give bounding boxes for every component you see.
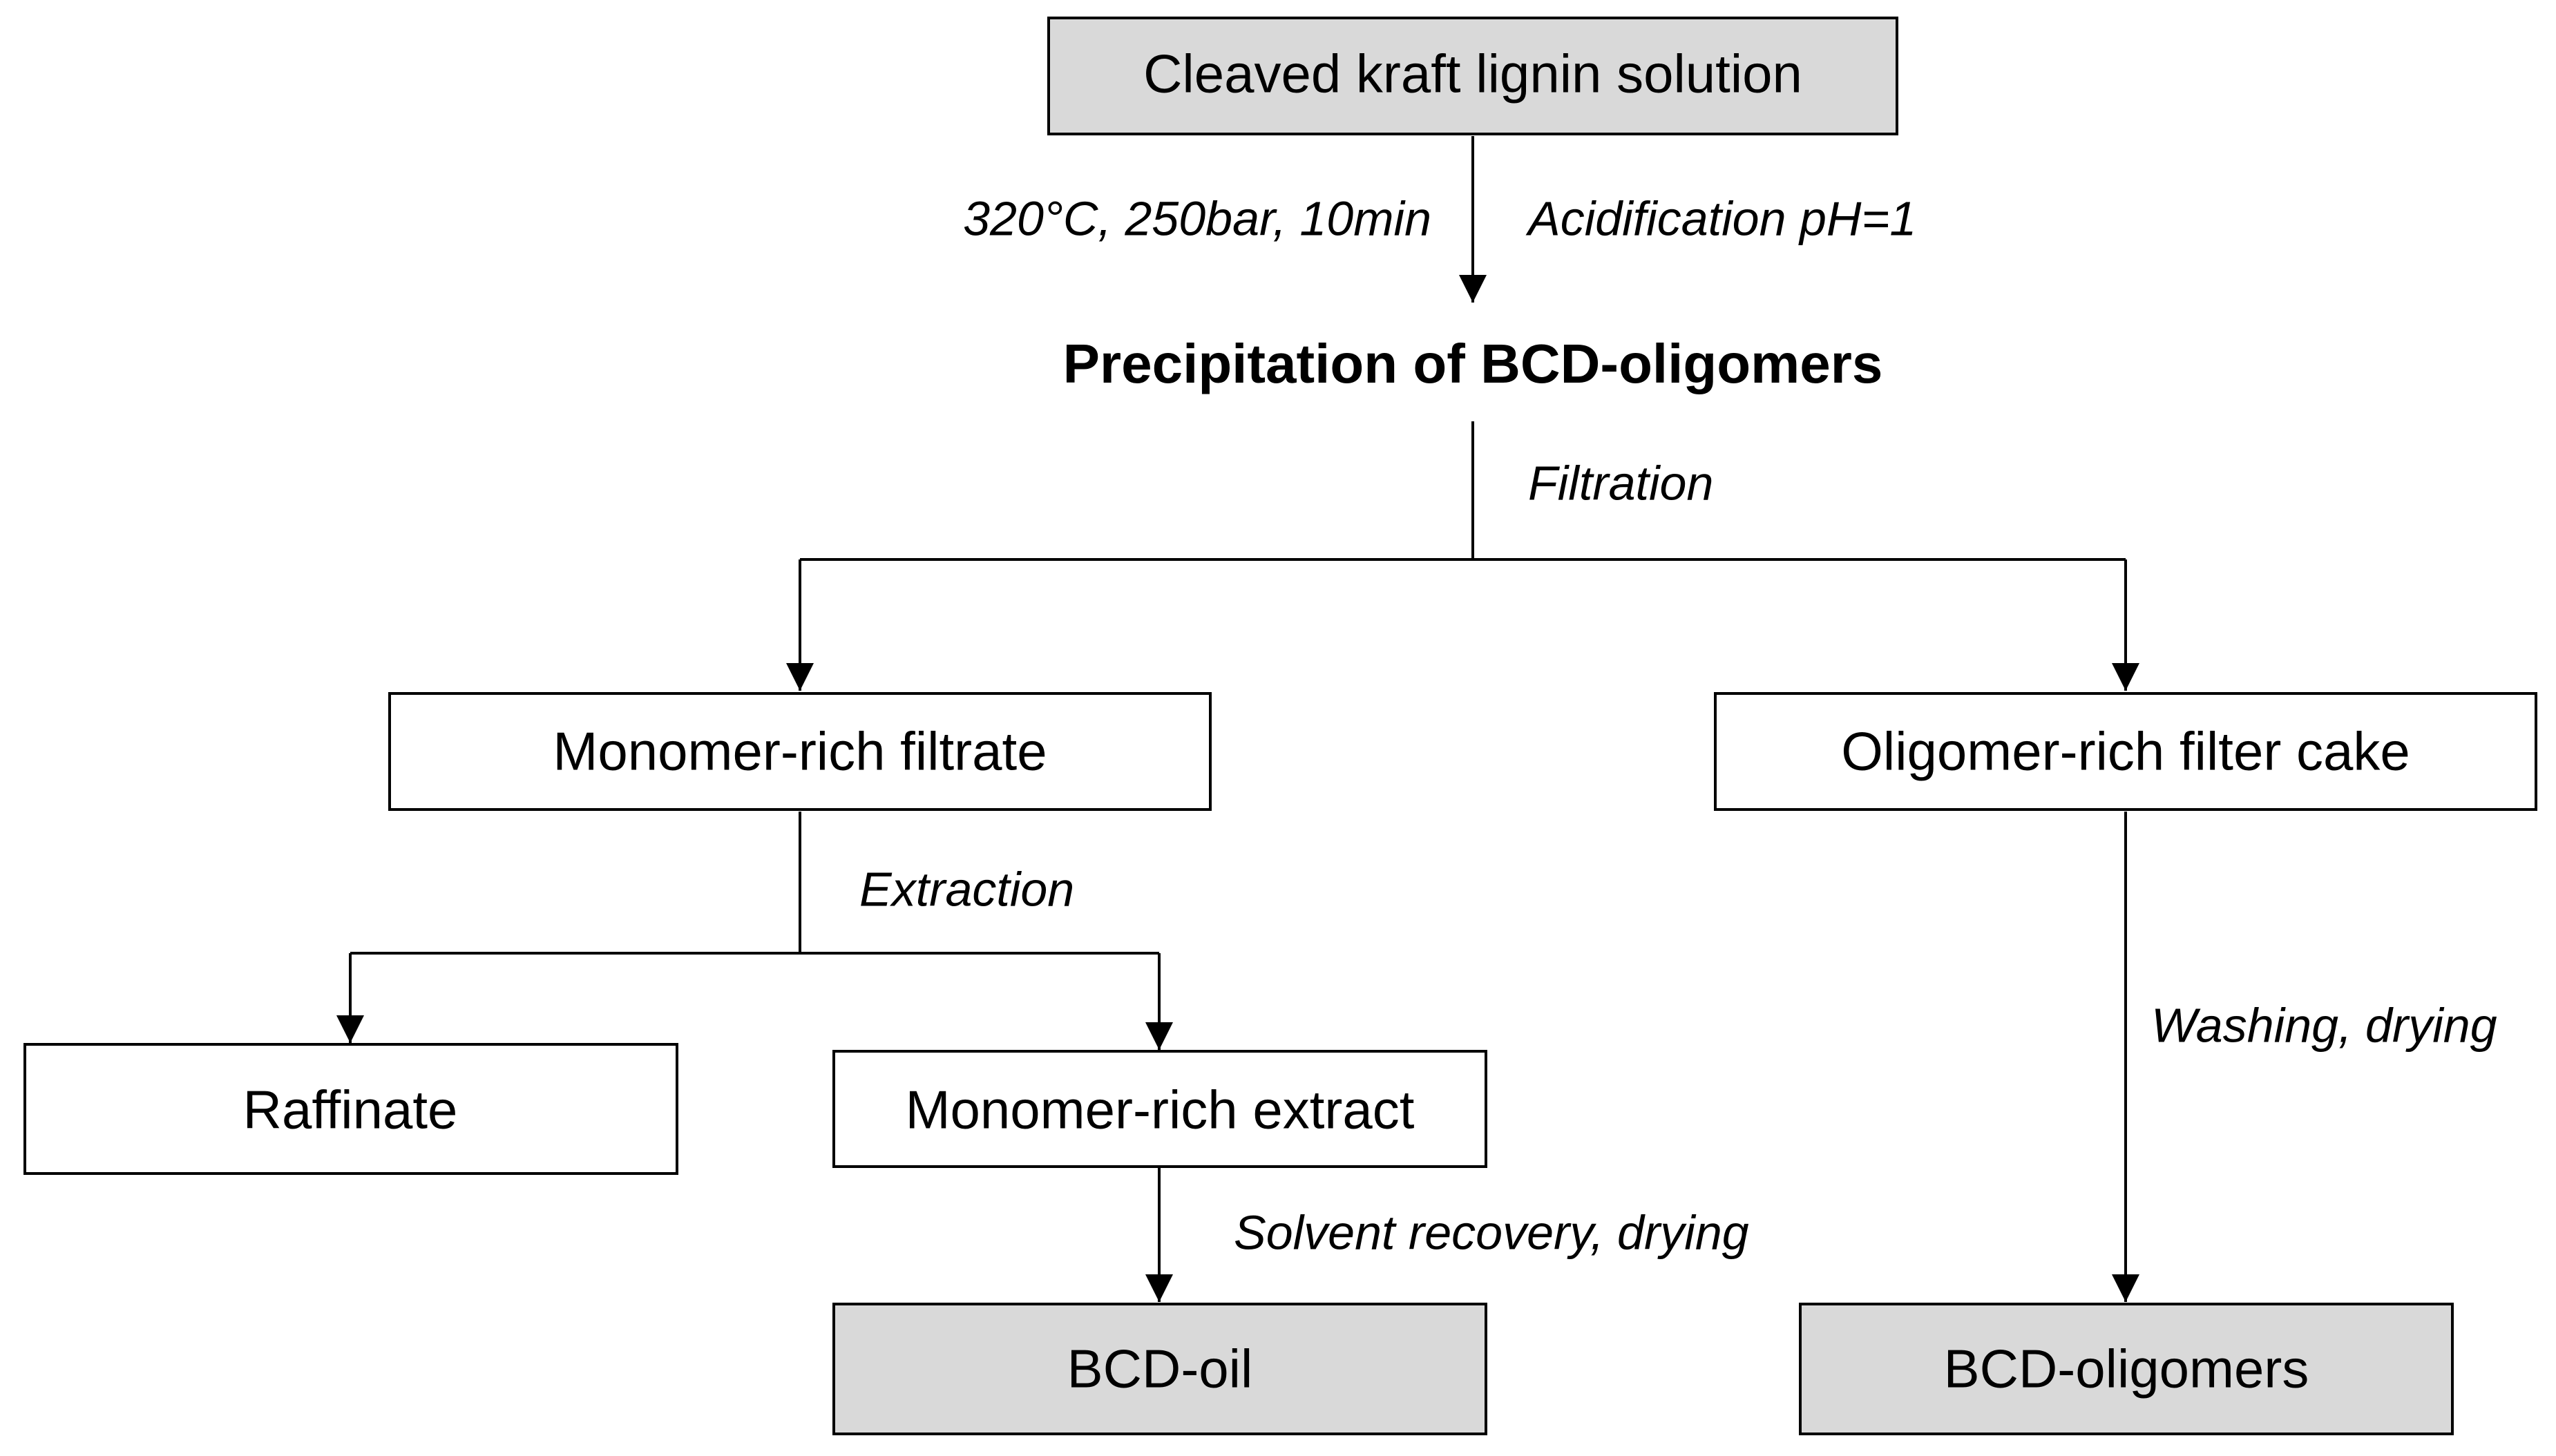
arrowhead-filter-cake (2112, 663, 2139, 691)
node-filtrate-label: Monomer-rich filtrate (553, 721, 1047, 782)
step-washing-label: Washing, drying (2151, 998, 2497, 1052)
node-oil-label: BCD-oil (1067, 1339, 1253, 1399)
node-extract-label: Monomer-rich extract (906, 1080, 1415, 1140)
step-extraction-label: Extraction (859, 862, 1074, 916)
node-input-label: Cleaved kraft lignin solution (1143, 44, 1802, 104)
node-extract: Monomer-rich extract (832, 1050, 1487, 1168)
node-oligomers-label: BCD-oligomers (1944, 1339, 2309, 1399)
step-filtration-label: Filtration (1528, 456, 1713, 510)
step-acidification-label: Acidification pH=1 (1525, 191, 1916, 245)
node-oligomers: BCD-oligomers (1799, 1303, 2454, 1435)
node-filtrate: Monomer-rich filtrate (388, 692, 1212, 811)
connectors (336, 136, 2139, 1302)
arrowhead-extract (1145, 1022, 1173, 1050)
arrowhead-oligomers (2112, 1274, 2139, 1302)
node-precipitation-label: Precipitation of BCD-oligomers (1063, 333, 1883, 394)
arrowhead-raffinate (336, 1015, 364, 1043)
node-filter-cake-label: Oligomer-rich filter cake (1841, 721, 2410, 782)
arrowhead-filtrate (786, 663, 814, 691)
step-conditions-label: 320°C, 250bar, 10min (963, 191, 1431, 245)
node-input: Cleaved kraft lignin solution (1047, 17, 1898, 135)
node-raffinate-label: Raffinate (243, 1080, 458, 1140)
arrowhead-oil (1145, 1274, 1173, 1302)
node-oil: BCD-oil (832, 1303, 1487, 1435)
step-solvent-recovery-label: Solvent recovery, drying (1234, 1205, 1749, 1259)
arrowhead-input (1459, 275, 1487, 303)
step-labels: 320°C, 250bar, 10min Acidification pH=1 … (859, 191, 2497, 1259)
boxes: Cleaved kraft lignin solution Precipitat… (23, 17, 2537, 1435)
node-raffinate: Raffinate (23, 1043, 678, 1175)
node-filter-cake: Oligomer-rich filter cake (1714, 692, 2537, 811)
